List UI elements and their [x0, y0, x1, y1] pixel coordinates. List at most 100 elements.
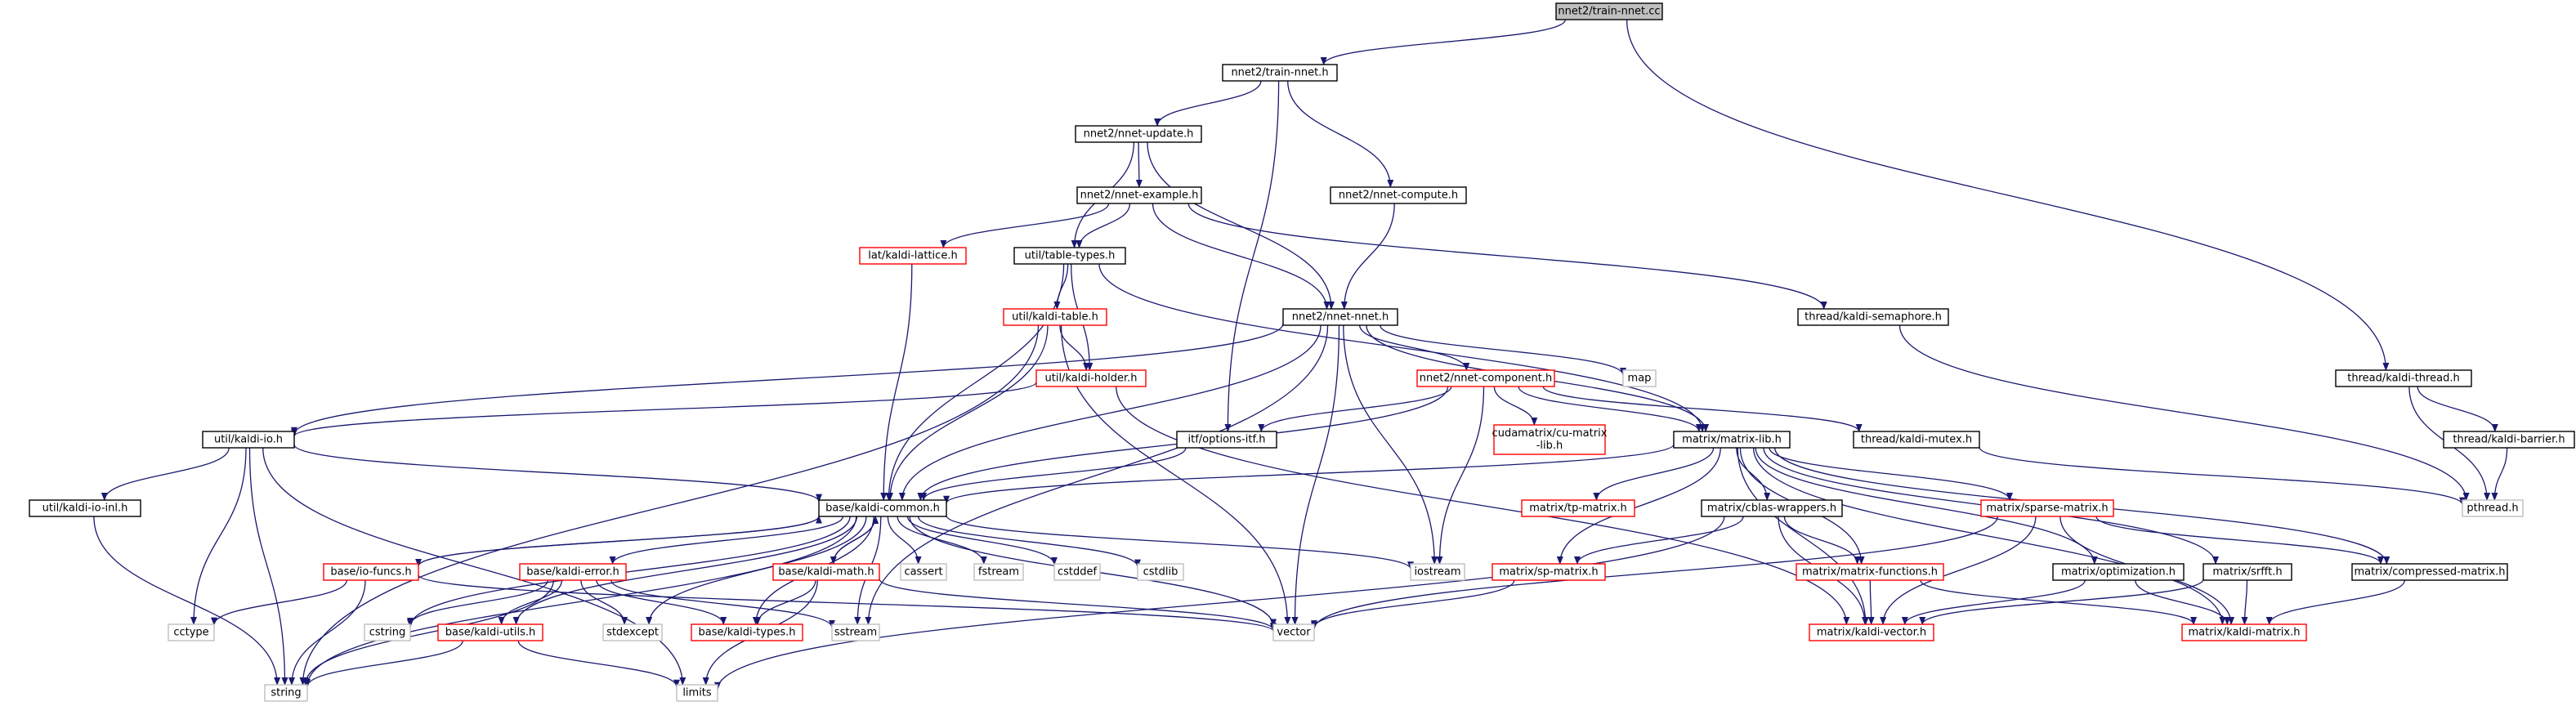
node-cudamatrix-cu-matrix-lib-h[interactable]: cudamatrix/cu-matrix-lib.h — [1492, 424, 1608, 455]
node-itf-options-itf-h[interactable]: itf/options-itf.h — [1176, 431, 1277, 449]
node-nnet-component-h[interactable]: nnet2/nnet-component.h — [1416, 369, 1555, 387]
edge-nnet_component_h-to-thread_kaldi_mutex_h — [1542, 386, 1863, 432]
node-matrix-kaldi-vector-h[interactable]: matrix/kaldi-vector.h — [1809, 623, 1934, 641]
node-util-kaldi-io-inl-h[interactable]: util/kaldi-io-inl.h — [29, 499, 141, 517]
node-thread-kaldi-barrier-h[interactable]: thread/kaldi-barrier.h — [2443, 431, 2575, 449]
node-cstdlib: cstdlib — [1137, 563, 1184, 581]
node-box — [2203, 563, 2292, 581]
node-box — [1003, 308, 1107, 326]
node-label: stdexcept — [606, 627, 659, 639]
node-base-kaldi-common-h[interactable]: base/kaldi-common.h — [818, 499, 947, 517]
node-box — [1222, 64, 1338, 82]
node-label: pthread.h — [2466, 503, 2518, 515]
node-cstring: cstring — [364, 623, 411, 641]
node-util-kaldi-holder-h[interactable]: util/kaldi-holder.h — [1035, 369, 1147, 387]
node-base-kaldi-error-h[interactable]: base/kaldi-error.h — [519, 563, 627, 581]
node-matrix-sp-matrix-h[interactable]: matrix/sp-matrix.h — [1491, 563, 1606, 581]
node-nnet-nnet-h[interactable]: nnet2/nnet-nnet.h — [1282, 308, 1398, 326]
node-base-io-funcs-h[interactable]: base/io-funcs.h — [323, 563, 419, 581]
node-label: thread/kaldi-mutex.h — [1861, 434, 1972, 446]
edge-matrix_matrix_lib_h-to-base_kaldi_common_h — [943, 444, 1675, 504]
node-matrix-cblas-wrappers-h[interactable]: matrix/cblas-wrappers.h — [1701, 499, 1843, 517]
node-label: nnet2/nnet-example.h — [1080, 190, 1199, 202]
node-matrix-srfft-h[interactable]: matrix/srfft.h — [2203, 563, 2292, 581]
node-box — [900, 563, 947, 581]
node-box — [859, 247, 967, 265]
node-label: matrix/cblas-wrappers.h — [1707, 503, 1836, 515]
node-root[interactable]: nnet2/train-nnet.cc — [1555, 2, 1663, 20]
node-box — [2335, 369, 2472, 387]
node-nnet-update-h[interactable]: nnet2/nnet-update.h — [1075, 125, 1202, 143]
edge-nnet_nnet_h-to-nnet_component_h — [1359, 324, 1470, 371]
edge-util_table_types_h-to-util_kaldi_table_h — [1053, 263, 1069, 310]
node-label: thread/kaldi-barrier.h — [2453, 434, 2565, 446]
edge-thread_kaldi_semaphore_h-to-pthread_h — [1898, 324, 2470, 501]
node-thread-kaldi-semaphore-h[interactable]: thread/kaldi-semaphore.h — [1797, 308, 1949, 326]
edge-nnet_nnet_h-to-iostream — [1343, 324, 1438, 565]
edge-thread_kaldi_mutex_h-to-pthread_h — [1979, 446, 2466, 506]
edge-nnet_nnet_h-to-sstream — [865, 324, 1329, 625]
node-thread-kaldi-thread-h[interactable]: thread/kaldi-thread.h — [2335, 369, 2472, 387]
edge-util_kaldi_io_inl_h-to-string — [93, 516, 281, 686]
edge-root-to-train_nnet_h — [1320, 19, 1566, 65]
edge-matrix_cblas_wrappers_h-to-matrix_matrix_functions_h — [1783, 516, 1861, 565]
edge-matrix_compressed_matrix_h-to-matrix_kaldi_matrix_h — [2265, 579, 2405, 625]
node-matrix-sparse-matrix-h[interactable]: matrix/sparse-matrix.h — [1980, 499, 2114, 517]
node-box — [1521, 499, 1635, 517]
edge-util_kaldi_io_h-to-base_kaldi_common_h — [293, 444, 822, 503]
node-box — [1176, 431, 1277, 449]
node-base-kaldi-utils-h[interactable]: base/kaldi-utils.h — [437, 623, 543, 641]
node-box — [772, 563, 880, 581]
edge-base_kaldi_common_h-to-cstddef — [906, 516, 1058, 565]
node-lat-kaldi-lattice-h[interactable]: lat/kaldi-lattice.h — [859, 247, 967, 265]
edge-nnet_example_h-to-util_table_types_h — [1076, 203, 1131, 248]
node-matrix-tp-matrix-h[interactable]: matrix/tp-matrix.h — [1521, 499, 1635, 517]
node-label: matrix/tp-matrix.h — [1529, 503, 1627, 515]
edge-base_io_funcs_h-to-cctype — [211, 579, 347, 626]
node-util-kaldi-io-h[interactable]: util/kaldi-io.h — [202, 431, 295, 449]
node-stdexcept: stdexcept — [602, 623, 663, 641]
edge-util_kaldi_io_h-to-util_kaldi_io_inl_h — [101, 447, 230, 501]
edge-matrix_srfft_h-to-matrix_kaldi_matrix_h — [2241, 579, 2248, 625]
node-matrix-matrix-lib-h[interactable]: matrix/matrix-lib.h — [1673, 431, 1791, 449]
edge-util_kaldi_table_h-to-string — [299, 324, 1040, 686]
node-label: matrix/matrix-lib.h — [1682, 434, 1782, 446]
node-label: iostream — [1414, 566, 1460, 579]
node-matrix-matrix-functions-h[interactable]: matrix/matrix-functions.h — [1796, 563, 1944, 581]
node-cassert: cassert — [900, 563, 947, 581]
node-map: map — [1622, 369, 1657, 387]
node-base-kaldi-types-h[interactable]: base/kaldi-types.h — [691, 623, 803, 641]
edge-matrix_sparse_matrix_h-to-vector — [1311, 516, 1998, 630]
node-train-nnet-h[interactable]: nnet2/train-nnet.h — [1222, 64, 1338, 82]
edge-nnet_component_h-to-iostream — [1436, 386, 1485, 565]
edge-matrix_matrix_lib_h-to-matrix_sparse_matrix_h — [1769, 447, 2013, 501]
edge-base_kaldi_common_h-to-cstdlib — [917, 516, 1141, 568]
node-box — [831, 623, 880, 641]
node-label: matrix/compressed-matrix.h — [2354, 566, 2505, 579]
node-label: base/kaldi-utils.h — [445, 627, 536, 639]
node-matrix-kaldi-matrix-h[interactable]: matrix/kaldi-matrix.h — [2181, 623, 2307, 641]
node-util-kaldi-table-h[interactable]: util/kaldi-table.h — [1003, 308, 1107, 326]
edge-train_nnet_h-to-nnet_update_h — [1154, 80, 1262, 127]
node-box — [437, 623, 543, 641]
node-matrix-compressed-matrix-h[interactable]: matrix/compressed-matrix.h — [2351, 563, 2508, 581]
node-box — [1137, 563, 1184, 581]
node-box — [1075, 125, 1202, 143]
node-box — [1013, 247, 1126, 265]
edge-itf_options_itf_h-to-base_kaldi_common_h — [920, 447, 1187, 501]
edge-thread_kaldi_thread_h-to-thread_kaldi_barrier_h — [2417, 386, 2498, 432]
node-nnet-compute-h[interactable]: nnet2/nnet-compute.h — [1330, 186, 1467, 204]
edge-matrix_optimization_h-to-matrix_kaldi_vector_h — [1901, 579, 2086, 625]
node-label: -lib.h — [1536, 440, 1563, 452]
node-thread-kaldi-mutex-h[interactable]: thread/kaldi-mutex.h — [1853, 431, 1980, 449]
node-matrix-optimization-h[interactable]: matrix/optimization.h — [2052, 563, 2185, 581]
node-label: cstdlib — [1143, 566, 1178, 579]
node-nnet-example-h[interactable]: nnet2/nnet-example.h — [1076, 186, 1202, 204]
node-label: nnet2/nnet-nnet.h — [1292, 311, 1389, 324]
edge-matrix_matrix_lib_h-to-matrix_tp_matrix_h — [1593, 447, 1715, 501]
node-util-table-types-h[interactable]: util/table-types.h — [1013, 247, 1126, 265]
edge-nnet_compute_h-to-nnet_nnet_h — [1340, 203, 1395, 310]
edge-base_kaldi_error_h-to-base_kaldi_utils_h — [498, 579, 563, 625]
node-base-kaldi-math-h[interactable]: base/kaldi-math.h — [772, 563, 880, 581]
node-label: fstream — [978, 566, 1019, 579]
